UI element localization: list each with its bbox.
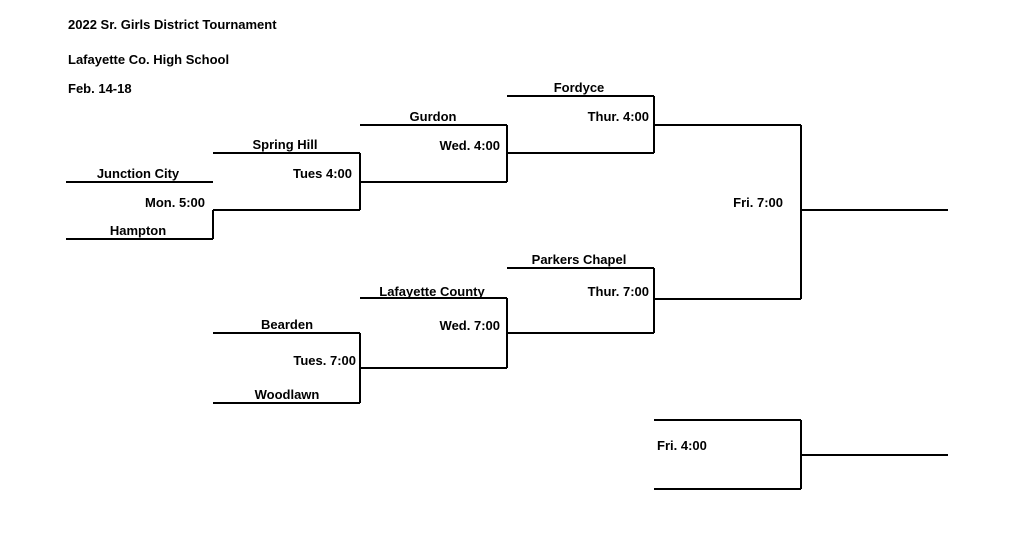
team-spring-hill: Spring Hill [253, 137, 318, 152]
team-fordyce: Fordyce [554, 80, 605, 95]
game-time-wed-late: Wed. 7:00 [440, 318, 500, 333]
team-junction-city: Junction City [97, 166, 180, 181]
game-time-fri-final: Fri. 7:00 [733, 195, 783, 210]
game-time-wed-early: Wed. 4:00 [440, 138, 500, 153]
game-time-mon: Mon. 5:00 [145, 195, 205, 210]
game-time-tues-late: Tues. 7:00 [293, 353, 356, 368]
tournament-title: 2022 Sr. Girls District Tournament [68, 17, 277, 32]
team-parkers-chapel: Parkers Chapel [532, 252, 627, 267]
team-bearden: Bearden [261, 317, 313, 332]
dates-label: Feb. 14-18 [68, 81, 132, 96]
venue-label: Lafayette Co. High School [68, 52, 230, 67]
game-time-fri-consolation: Fri. 4:00 [657, 438, 707, 453]
team-hampton: Hampton [110, 223, 166, 238]
game-time-thur-late: Thur. 7:00 [588, 284, 649, 299]
team-woodlawn: Woodlawn [255, 387, 320, 402]
team-gurdon: Gurdon [410, 109, 457, 124]
team-lafayette-county: Lafayette County [379, 284, 485, 299]
game-time-thur-early: Thur. 4:00 [588, 109, 649, 124]
game-time-tues-early: Tues 4:00 [293, 166, 352, 181]
